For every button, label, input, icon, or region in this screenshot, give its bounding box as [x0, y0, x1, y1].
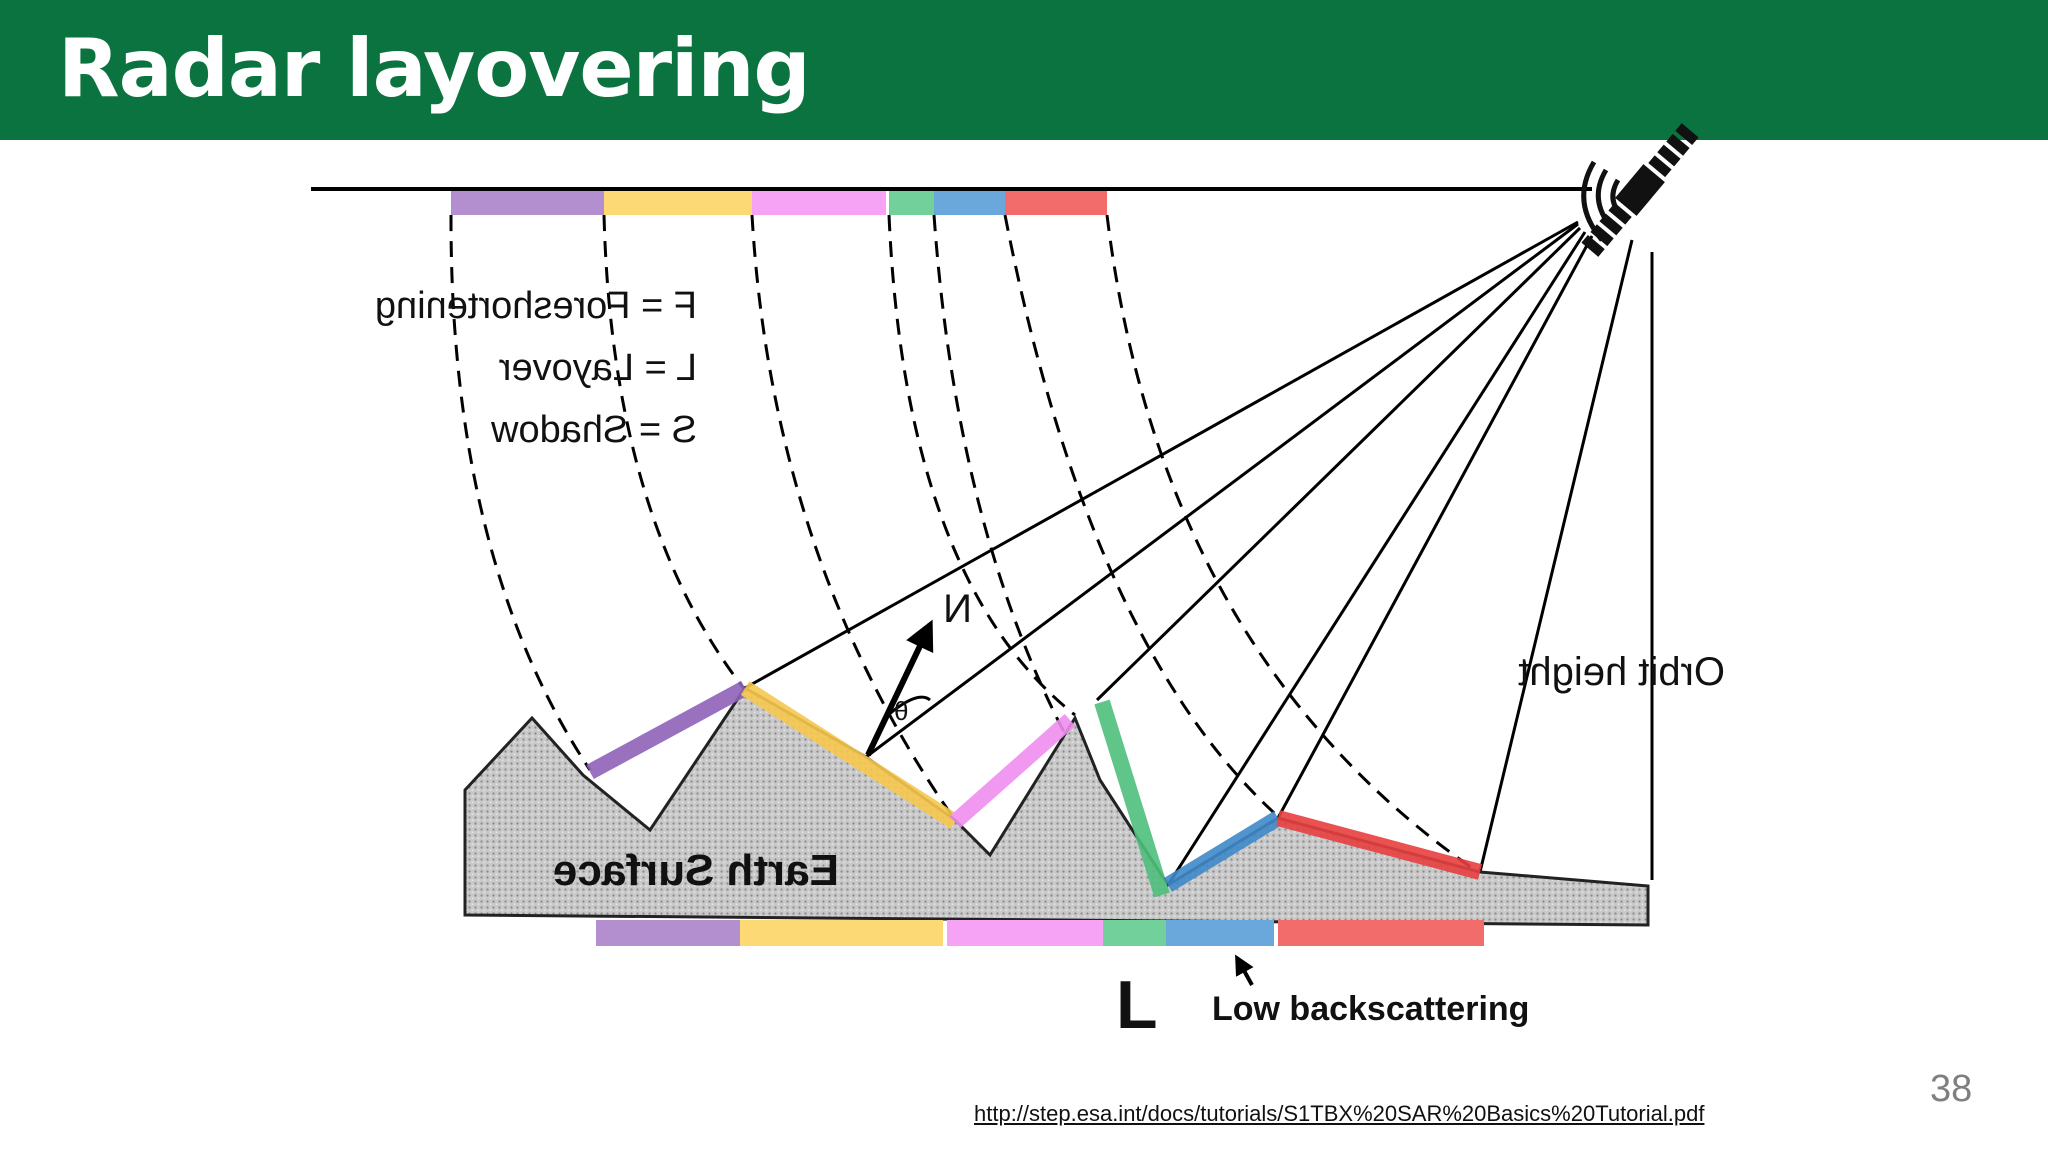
beam-5: [1276, 235, 1594, 819]
range-arc-1: [449, 214, 592, 771]
ground-range-bands: [596, 920, 1484, 946]
ground-band-pink: [947, 920, 1103, 946]
slant-range-bands: [451, 191, 1107, 215]
layover-marker: L: [1116, 967, 1158, 1043]
angle-label: θ: [894, 696, 908, 726]
legend-foreshortening: F = Foreshortening: [375, 285, 697, 327]
legend: F = Foreshortening L = Layover S = Shado…: [375, 285, 697, 451]
slide-title: Radar layovering: [58, 22, 811, 115]
legend-layover: L = Layover: [498, 347, 697, 389]
slant-band-yellow: [604, 191, 752, 215]
terrain-segment-pink: [949, 714, 1076, 828]
slant-band-red: [1005, 191, 1107, 215]
ground-band-blue: [1166, 920, 1274, 946]
slant-band-purple: [451, 191, 604, 215]
title-bar: Radar layovering: [0, 0, 2048, 140]
beam-6: [1478, 239, 1634, 873]
range-arc-3: [750, 214, 957, 821]
incidence-angle-arc: [887, 695, 931, 717]
range-arc-7: [1105, 214, 1473, 870]
radar-beams: [744, 220, 1654, 886]
terrain-segment-purple: [586, 680, 749, 780]
normal-label: N: [943, 587, 972, 631]
page-number: 38: [1930, 1068, 1973, 1110]
ground-band-purple: [596, 920, 740, 946]
satellite-icon: [1581, 123, 1699, 257]
beam-4: [1166, 231, 1587, 886]
range-arc-6: [1003, 214, 1283, 822]
low-backscattering-label: Low backscattering: [1212, 990, 1530, 1028]
slant-band-blue: [934, 191, 1005, 215]
ground-band-green: [1103, 920, 1166, 946]
beam-1: [744, 220, 1579, 690]
low-backscatter-arrow: [1235, 954, 1254, 986]
slant-band-pink: [752, 191, 886, 215]
source-link[interactable]: http://step.esa.int/docs/tutorials/S1TBX…: [974, 1101, 1705, 1126]
range-arc-2: [602, 214, 747, 691]
terrain-segment-green: [1094, 699, 1170, 898]
terrain-segment-yellow: [740, 681, 960, 829]
ground-band-yellow: [740, 920, 943, 946]
legend-shadow: S = Shadow: [490, 409, 697, 451]
beam-3: [1095, 226, 1582, 702]
normal-vector-arrow: [865, 619, 934, 757]
slant-band-green: [889, 191, 934, 215]
terrain-segment-red: [1275, 810, 1483, 880]
terrain-segment-blue: [1163, 811, 1283, 892]
earth-surface-label: Earth Surface: [553, 846, 839, 895]
range-arc-4: [887, 214, 1076, 717]
ground-band-red: [1278, 920, 1484, 946]
orbit-height-label: Orbit height: [1518, 650, 1725, 694]
earth-surface-terrain: [463, 686, 1650, 927]
beam-2: [865, 222, 1579, 759]
terrain-segments: [586, 680, 1483, 898]
radar-wave-icon: [1581, 160, 1624, 242]
